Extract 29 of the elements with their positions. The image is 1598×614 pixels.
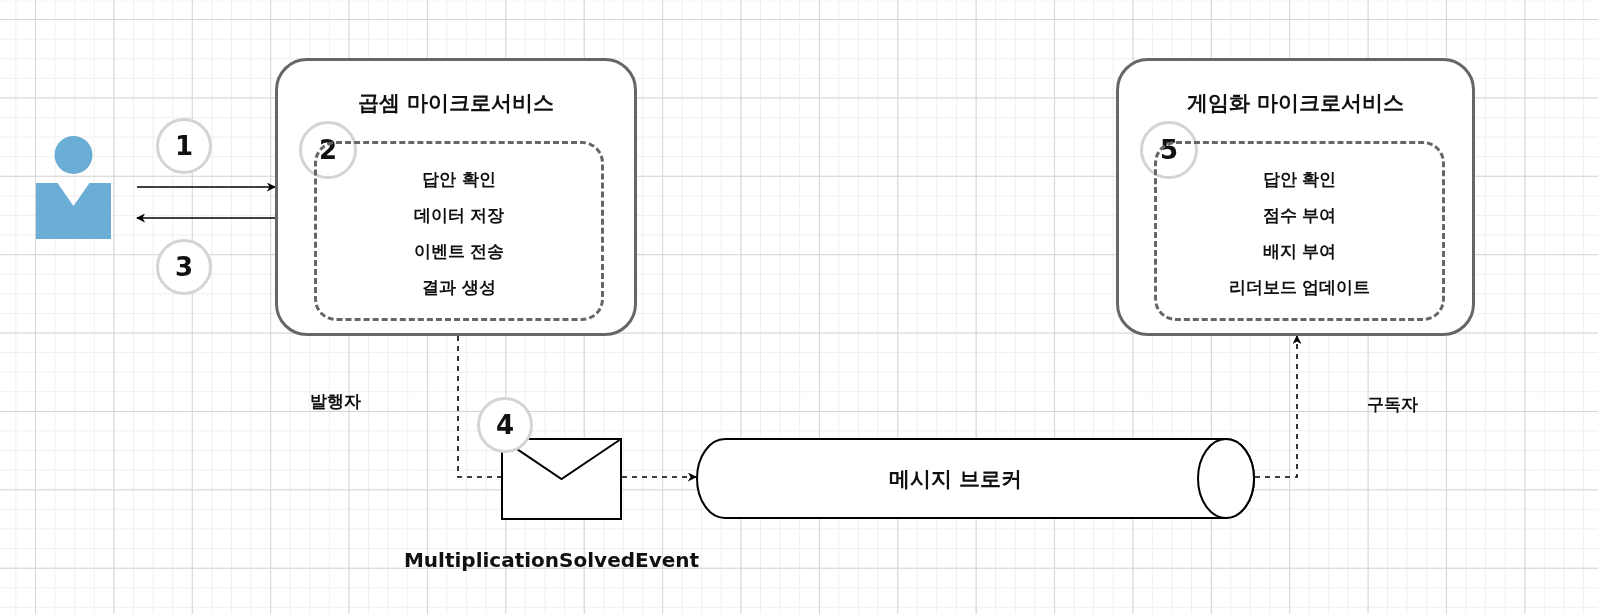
step-text: 리더보드 업데이트 <box>1228 277 1371 297</box>
step-text: 답안 확인 <box>1262 169 1337 189</box>
arrow <box>136 213 276 223</box>
service-box <box>1116 58 1475 336</box>
event-name: MultiplicationSolvedEvent <box>402 548 701 572</box>
step-text: 답안 확인 <box>422 169 496 189</box>
title-text: 곱셈 마이크로서비스 <box>356 90 556 117</box>
step-number: 4 <box>477 397 533 453</box>
arrow <box>1254 335 1302 478</box>
arrow <box>621 472 697 482</box>
person-figure <box>36 136 111 239</box>
node-label: 메시지 브로커 <box>887 465 1024 493</box>
service-box <box>275 58 637 336</box>
step-number: 2 <box>299 121 357 179</box>
step-text: 배지 부여 <box>1262 241 1337 261</box>
step-number: 3 <box>156 239 212 295</box>
step-number: 1 <box>156 118 212 174</box>
role-label: 구독자 <box>1367 393 1418 416</box>
step-number: 5 <box>1140 121 1198 179</box>
step-text: 점수 부여 <box>1262 205 1337 225</box>
dashed-group-box <box>314 141 604 321</box>
step-text: 이벤트 전송 <box>413 241 505 261</box>
envelope-icon <box>501 438 622 520</box>
step-text: 결과 생성 <box>422 277 496 297</box>
title-text: 게임화 마이크로서비스 <box>1185 90 1406 117</box>
arrow <box>136 182 276 192</box>
dashed-group-box <box>1154 141 1445 321</box>
step-text: 데이터 저장 <box>413 205 505 225</box>
role-label: 발행자 <box>310 390 361 413</box>
